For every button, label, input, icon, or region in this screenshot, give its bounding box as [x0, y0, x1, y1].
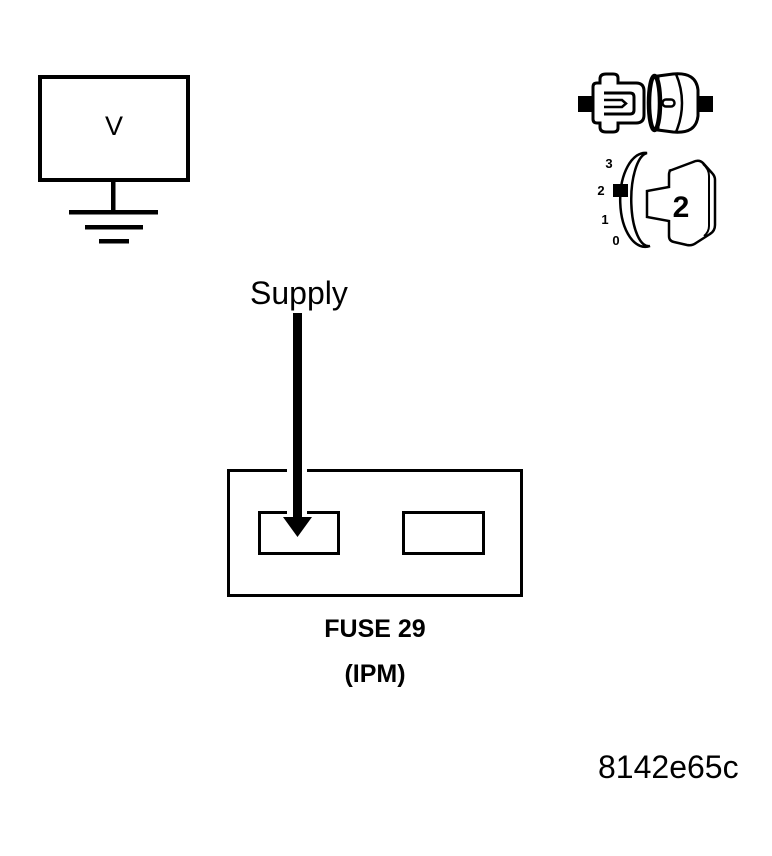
left-wire-stub: [578, 96, 593, 112]
fuse-slot-right: [402, 511, 485, 555]
selector-dial-icon: 3 2 1 0 2: [597, 151, 717, 249]
female-connector-ridge: [674, 73, 684, 133]
fuse-name-label: FUSE 29: [324, 615, 426, 643]
terminal-fork: [604, 91, 636, 116]
dial-crescent: [618, 151, 651, 249]
connector-seal-ring: [646, 73, 663, 133]
voltmeter-label: V: [104, 111, 123, 141]
dial-knob: [645, 159, 717, 247]
female-connector-body: [656, 72, 700, 134]
supply-arrow-icon: [283, 313, 312, 537]
fuse-box: [227, 469, 523, 597]
ground-icon: [69, 178, 158, 244]
female-connector-slot: [661, 98, 676, 108]
terminal-blade: [604, 98, 628, 109]
dial-marker: [613, 184, 628, 197]
dial-position-2: 2: [597, 183, 604, 198]
right-wire-stub: [697, 96, 713, 112]
dial-knob-label: 2: [673, 191, 690, 224]
dial-position-3: 3: [605, 156, 612, 171]
figure-code: 8142e65c: [598, 749, 739, 785]
dial-position-1: 1: [601, 212, 608, 227]
connector-pair-icon: [578, 72, 713, 134]
voltmeter-box: V: [38, 75, 190, 182]
dial-knob-edge: [702, 163, 710, 237]
supply-label: Supply: [250, 275, 348, 311]
dial-position-0: 0: [612, 233, 619, 248]
fuse-location-label: (IPM): [344, 660, 406, 688]
